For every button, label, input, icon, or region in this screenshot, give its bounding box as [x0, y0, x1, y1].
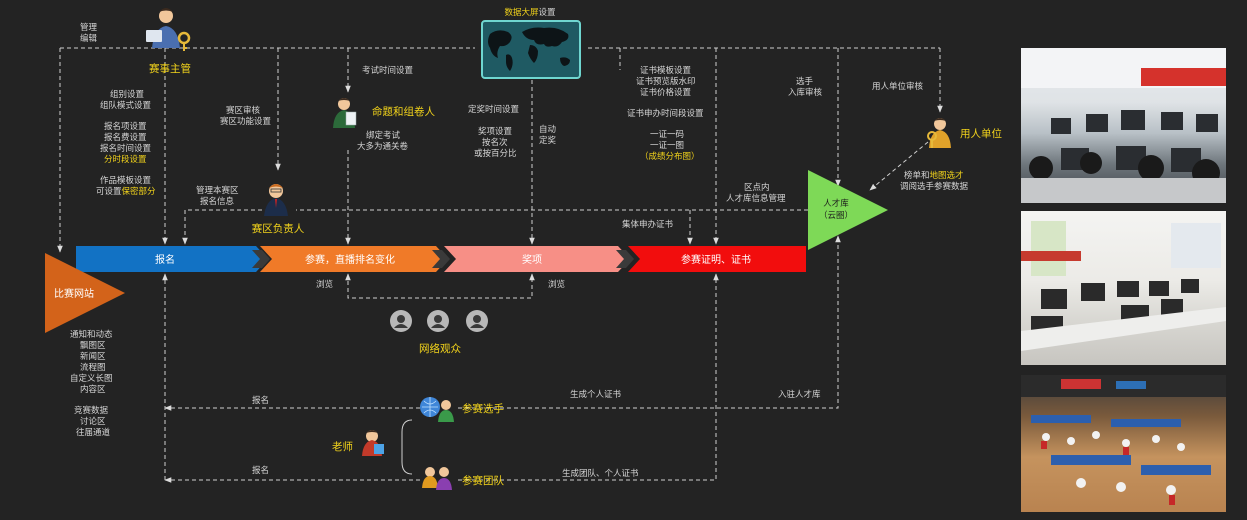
stage-label-signup: 报名 — [155, 253, 175, 266]
photo-lab-drawing-2 — [1021, 211, 1226, 365]
label-cert-code-1: 一证一码 — [650, 130, 684, 140]
label-works-1: 作品模板设置 — [100, 175, 152, 186]
label-manage-1: 管理 — [80, 22, 98, 33]
teacher-icon — [362, 430, 384, 456]
label-manage-2: 编辑 — [80, 33, 98, 44]
stage-bar: 报名 参赛，直播排名变化 奖项 参赛证明、证书 — [76, 246, 806, 272]
examiner-icon — [333, 98, 356, 128]
label-browse-right: 浏览 — [548, 279, 565, 290]
photo-lab-drawing-1 — [1021, 48, 1226, 203]
label-auto-award-1: 自动 — [539, 124, 557, 135]
label-cert-set-1: 证书模板设置 — [640, 65, 692, 76]
stage-label-award: 奖项 — [522, 253, 542, 266]
audience-icon — [390, 310, 412, 332]
label-cert-code-2: 一证一图 — [650, 141, 684, 151]
label-signup-flow-team: 报名 — [252, 465, 269, 476]
flow-diagram: 报名 参赛，直播排名变化 奖项 参赛证明、证书 比赛网站 人才库 （云圈） 数据… — [0, 0, 1010, 520]
label-employer-review: 用人单位审核 — [872, 81, 924, 92]
photo-arena-drawing — [1021, 375, 1226, 512]
role-region: 赛区负责人 — [252, 222, 305, 235]
role-employer: 用人单位 — [960, 127, 1002, 140]
photo-computer-lab-exam — [1021, 48, 1226, 203]
label-ranking-1: 榜单和地图选才 — [904, 170, 964, 181]
label-ranking-2: 调阅选手参赛数据 — [900, 181, 969, 192]
label-award-set-3: 或按百分比 — [474, 148, 517, 159]
label-signup-3: 报名时间设置 — [100, 143, 152, 154]
label-exam-time: 考试时间设置 — [362, 65, 414, 76]
label-signup-2: 报名费设置 — [104, 132, 147, 143]
employer-icon — [928, 118, 951, 148]
label-select-review-1: 选手 — [796, 76, 814, 87]
label-site-section2-2: 讨论区 — [80, 416, 106, 427]
audience-icon — [427, 310, 449, 332]
label-site-section-6: 内容区 — [80, 384, 106, 395]
stage-label-compete: 参赛，直播排名变化 — [305, 253, 395, 266]
region-manager-icon — [264, 184, 288, 216]
audience-icon — [466, 310, 488, 332]
label-exam-bind-1: 绑定考试 — [366, 130, 401, 141]
audience-icons — [390, 310, 488, 332]
talent-triangle — [808, 170, 888, 250]
label-cert-code-hl: （成绩分布图） — [640, 151, 700, 162]
label-award-set-1: 奖项设置 — [478, 126, 513, 137]
label-browse-left: 浏览 — [316, 279, 333, 290]
label-select-review-2: 入库审核 — [788, 87, 823, 98]
role-examiner: 命题和组卷人 — [372, 105, 435, 118]
screen-title-hl: 数据大屏 — [504, 7, 539, 18]
team-icon — [422, 467, 452, 490]
screen-title-rest: 设置 — [539, 7, 557, 18]
label-signup-1: 报名项设置 — [104, 121, 147, 132]
label-site-section2-3: 往届通道 — [76, 427, 111, 438]
label-region-manage-2: 报名信息 — [200, 196, 235, 207]
label-exam-bind-2: 大多为通关卷 — [357, 141, 409, 152]
role-admin: 赛事主管 — [149, 62, 191, 75]
role-audience: 网络观众 — [419, 342, 461, 355]
label-region-talent-1: 区点内 — [744, 182, 770, 193]
player-icon — [420, 397, 454, 422]
admin-icon — [146, 8, 189, 51]
label-site-section-4: 流程图 — [80, 362, 106, 373]
label-ranking-1b: 地图选才 — [930, 170, 964, 181]
screen-title: 数据大屏设置 — [504, 7, 556, 18]
role-teacher: 老师 — [332, 440, 353, 453]
label-signup-hl: 分时段设置 — [104, 154, 147, 165]
label-works-2: 可设置保密部分 — [96, 186, 156, 197]
photo-robotics-arena — [1021, 375, 1226, 512]
role-player: 参赛选手 — [462, 402, 504, 415]
label-region-manage-1: 管理本赛区 — [196, 185, 239, 196]
label-site-section-2: 飘图区 — [80, 341, 106, 351]
label-cert-set-3: 证书价格设置 — [640, 87, 692, 98]
role-team: 参赛团队 — [462, 474, 504, 487]
label-signup-flow-player: 报名 — [252, 395, 269, 406]
label-ranking-1a: 榜单和 — [904, 170, 930, 181]
label-works-2a: 可设置 — [96, 186, 122, 197]
label-award-set-2: 按名次 — [482, 137, 508, 148]
label-group-cert: 集体申办证书 — [622, 219, 674, 230]
label-cert-set-2: 证书预览版水印 — [636, 76, 696, 87]
label-site-section-5: 自定义长图 — [70, 373, 113, 384]
label-award-time: 定奖时间设置 — [468, 104, 520, 115]
site-label: 比赛网站 — [54, 287, 94, 300]
label-cert-apply-time: 证书申办时间段设置 — [627, 108, 704, 119]
label-auto-award-2: 定奖 — [539, 135, 557, 146]
talent-label-2: （云圈） — [819, 210, 853, 221]
photo-computer-lab-room — [1021, 211, 1226, 365]
label-region-review-2: 赛区功能设置 — [220, 116, 272, 127]
world-map-icon — [482, 21, 580, 78]
label-region-review-1: 赛区审核 — [226, 105, 261, 116]
label-region-talent-2: 人才库信息管理 — [726, 193, 786, 204]
label-group-2: 组队模式设置 — [100, 100, 152, 111]
label-works-2b: 保密部分 — [122, 186, 157, 197]
label-team-cert: 生成团队、个人证书 — [562, 468, 639, 479]
label-group-1: 组别设置 — [110, 89, 145, 100]
label-join-talent: 入驻人才库 — [778, 389, 821, 400]
label-site-section-3: 新闻区 — [80, 351, 106, 362]
label-site-section-1: 通知和动态 — [70, 329, 113, 340]
talent-label-1: 人才库 — [823, 198, 849, 209]
label-personal-cert: 生成个人证书 — [570, 389, 622, 400]
stage-label-cert: 参赛证明、证书 — [681, 253, 751, 266]
label-site-section2-1: 竞赛数据 — [74, 405, 109, 416]
